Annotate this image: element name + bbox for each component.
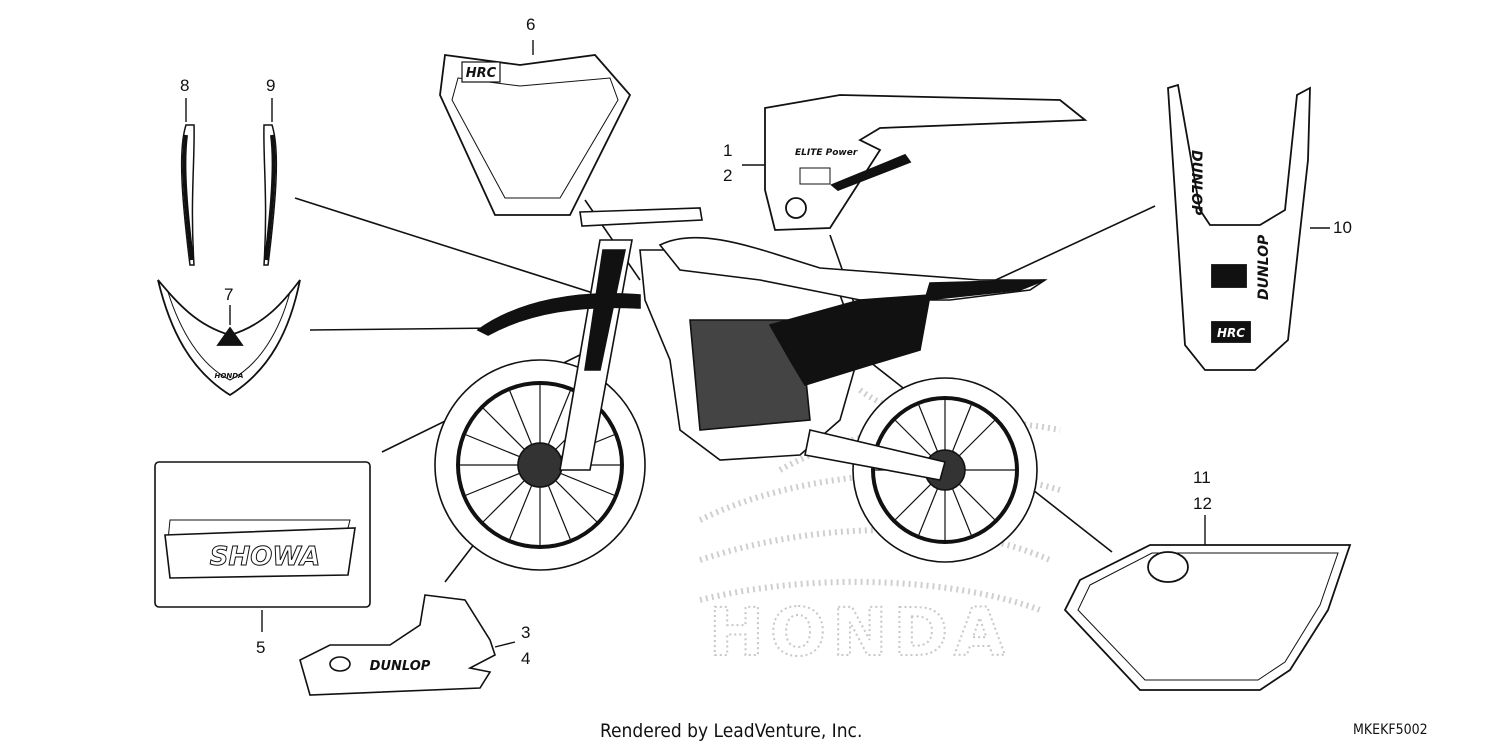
motorcycle-illustration [434, 207, 1048, 571]
credit-text: Rendered by LeadVenture, Inc. [600, 720, 863, 742]
part-7-fender-decal: HONDA [157, 279, 301, 397]
callout-7: 7 [224, 285, 234, 304]
front-hub [517, 442, 563, 488]
part-6-hrc-text: HRC [466, 66, 497, 81]
part-5-showa-decal: SHOWA [154, 461, 371, 608]
callout-8: 8 [180, 76, 190, 95]
part-7-honda-text: HONDA [215, 372, 244, 380]
callout-1: 1 [723, 141, 733, 160]
fork-guard-decal [584, 249, 626, 371]
part-10-dunlop-left: DUNLOP [1188, 150, 1204, 216]
part-9-shroud-stripe [263, 124, 278, 266]
callout-4: 4 [521, 649, 531, 668]
honda-watermark-text: HONDA [709, 594, 1011, 671]
leader-8-9 [294, 197, 616, 301]
callout-2: 2 [723, 166, 733, 185]
part-10-rear-fender-decal: DUNLOP DUNLOP HRC [1167, 83, 1311, 371]
front-fender [476, 292, 641, 336]
part-1-elite-text: ELITE Power [795, 148, 858, 158]
leader-10 [984, 205, 1156, 286]
callout-12: 12 [1193, 494, 1212, 513]
part-3-4-fork-guard-decal: DUNLOP [299, 594, 496, 696]
part-6-number-plate: HRC [439, 53, 632, 216]
callout-11: 11 [1193, 468, 1211, 487]
callout-3: 3 [521, 623, 531, 642]
callout-6: 6 [526, 15, 536, 34]
callout-5: 5 [256, 638, 266, 657]
diagram-code: MKEKF5002 [1353, 722, 1428, 738]
part-3-dunlop-text: DUNLOP [370, 659, 431, 674]
part-10-hrc-text: HRC [1217, 326, 1245, 340]
engine-block [689, 319, 811, 431]
handlebar [579, 207, 703, 227]
part-8-shroud-stripe [180, 124, 195, 266]
part-10-dunlop-right: DUNLOP [1256, 234, 1272, 300]
callout-10: 10 [1333, 218, 1352, 237]
swingarm [804, 429, 946, 481]
part-1-2-shroud-decal: ELITE Power [764, 94, 1088, 231]
part-11-12-side-panel-decal [1063, 544, 1352, 691]
part-5-showa-text: SHOWA [210, 542, 320, 572]
callout-ticks [185, 40, 1330, 648]
rear-fender [923, 279, 1046, 301]
callout-9: 9 [266, 76, 276, 95]
side-panel [768, 294, 931, 386]
leader-7 [309, 327, 501, 331]
